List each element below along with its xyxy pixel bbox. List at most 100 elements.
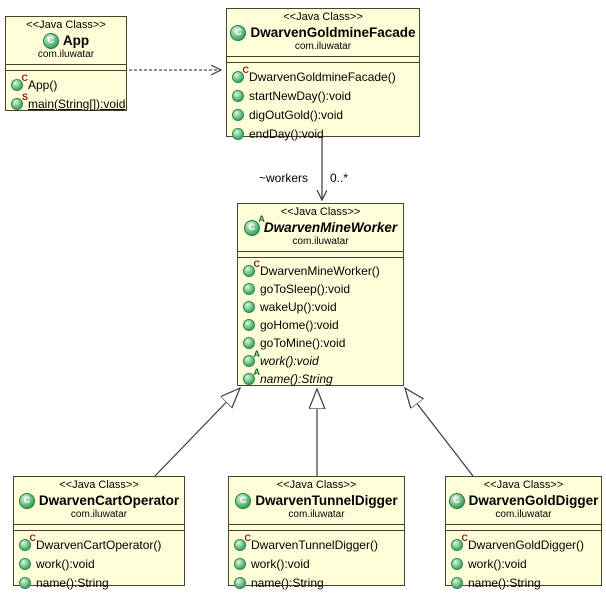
attributes-compartment [446,525,601,531]
stereotype-label: <<Java Class>> [283,11,363,23]
stereotype-label: <<Java Class>> [280,206,361,218]
method-row[interactable]: C DwarvenMineWorker() [243,260,400,280]
method-row[interactable]: name():String [234,573,401,592]
stereotype-label: <<Java Class>> [26,19,106,31]
method-label: name():String [260,372,333,386]
method-row[interactable]: C DwarvenCartOperator() [19,533,181,554]
generalization-arrow-gold-to-worker[interactable] [405,388,474,477]
method-icon [234,557,246,570]
class-title-cart-operator: <<Java Class>> C DwarvenCartOperator com… [14,477,184,525]
methods-compartment: C DwarvenGoldmineFacade() startNewDay():… [227,63,419,145]
method-label: DwarvenMineWorker() [260,264,380,278]
method-label: DwarvenGoldDigger() [468,537,585,552]
method-icon [19,557,31,570]
method-row[interactable]: endDay():void [232,124,416,143]
method-row[interactable]: digOutGold():void [232,105,416,124]
method-label: digOutGold():void [249,107,344,122]
method-icon: C [451,533,468,551]
method-row[interactable]: work():void [451,554,598,573]
method-row[interactable]: C App() [11,73,123,94]
method-row[interactable]: goToMine():void [243,334,400,352]
class-box-gold-digger[interactable]: <<Java Class>> C DwarvenGoldDigger com.i… [445,476,602,590]
method-row[interactable]: name():String [19,573,181,592]
method-label: App() [28,77,58,92]
method-icon: C [243,260,260,277]
method-label: startNewDay():void [249,88,352,103]
java-class-icon: C [235,492,252,509]
method-row[interactable]: A name():String [243,368,400,388]
method-label: work():void [468,556,527,571]
method-label: name():String [251,575,324,590]
class-box-app[interactable]: <<Java Class>> C App com.iluwatar C App(… [5,16,127,111]
abstract-method-icon: A [243,350,260,367]
methods-compartment: C DwarvenTunnelDigger() work():void name… [229,531,404,594]
class-title-tunnel-digger: <<Java Class>> C DwarvenTunnelDigger com… [229,477,404,525]
java-class-icon: C [42,32,59,49]
methods-compartment: C DwarvenMineWorker() goToSleep():void w… [238,258,403,390]
methods-compartment: C DwarvenGoldDigger() work():void name()… [446,531,601,594]
method-row[interactable]: wakeUp():void [243,298,400,316]
class-name: DwarvenCartOperator [38,493,180,508]
java-class-icon: C [448,492,465,509]
stereotype-label: <<Java Class>> [483,479,564,491]
method-icon [243,283,255,295]
method-row[interactable]: S main(String[]):void [11,92,126,113]
method-row[interactable]: C DwarvenGoldDigger() [451,533,598,554]
java-class-icon: C [18,492,35,509]
method-label: work():void [36,556,95,571]
association-role-label: ~workers [258,171,308,185]
method-label: goToSleep():void [260,282,351,296]
method-label: name():String [36,575,109,590]
method-icon [243,319,255,331]
method-label: main(String[]):void [28,96,126,111]
package-label: com.iluwatar [70,509,128,520]
method-label: work():void [251,556,310,571]
methods-compartment: C App() S main(String[]):void [6,71,126,115]
method-icon [232,89,244,102]
method-row[interactable]: name():String [451,573,598,592]
stereotype-label: <<Java Class>> [276,479,357,491]
class-name: DwarvenGoldDigger [468,493,599,508]
method-label: work():void [260,354,319,368]
method-icon: C [232,65,249,83]
method-label: DwarvenTunnelDigger() [251,537,378,552]
attributes-compartment [238,252,403,258]
method-icon [232,108,244,121]
class-box-tunnel-digger[interactable]: <<Java Class>> C DwarvenTunnelDigger com… [228,476,405,590]
method-row[interactable]: C DwarvenGoldmineFacade() [232,65,416,86]
method-icon [243,301,255,313]
method-icon: S [11,92,28,110]
attributes-compartment [229,525,404,531]
class-box-cart-operator[interactable]: <<Java Class>> C DwarvenCartOperator com… [13,476,185,590]
method-row[interactable]: A work():void [243,350,400,370]
stereotype-label: <<Java Class>> [59,479,139,491]
method-label: name():String [468,575,541,590]
class-name: DwarvenMineWorker [263,220,398,235]
method-row[interactable]: work():void [234,554,401,573]
association-multiplicity-label: 0..* [330,171,349,185]
class-title-gold-digger: <<Java Class>> C DwarvenGoldDigger com.i… [446,477,601,525]
class-name: DwarvenGoldmineFacade [250,25,416,40]
class-name: App [62,33,90,48]
method-row[interactable]: goToSleep():void [243,280,400,298]
method-icon [19,576,31,589]
abstract-method-icon: A [243,368,260,385]
method-row[interactable]: startNewDay():void [232,86,416,105]
attributes-compartment [6,65,126,71]
package-label: com.iluwatar [37,49,95,60]
method-row[interactable]: work():void [19,554,181,573]
method-label: endDay():void [249,126,324,141]
class-box-facade[interactable]: <<Java Class>> C DwarvenGoldmineFacade c… [226,8,420,141]
method-row[interactable]: goHome():void [243,316,400,334]
class-name: DwarvenTunnelDigger [255,493,398,508]
method-icon: C [11,73,28,91]
method-label: DwarvenGoldmineFacade() [249,69,396,84]
generalization-arrow-cart-to-worker[interactable] [154,388,240,477]
package-label: com.iluwatar [294,41,352,52]
method-row[interactable]: C DwarvenTunnelDigger() [234,533,401,554]
method-label: wakeUp():void [260,300,337,314]
method-icon [234,576,246,589]
